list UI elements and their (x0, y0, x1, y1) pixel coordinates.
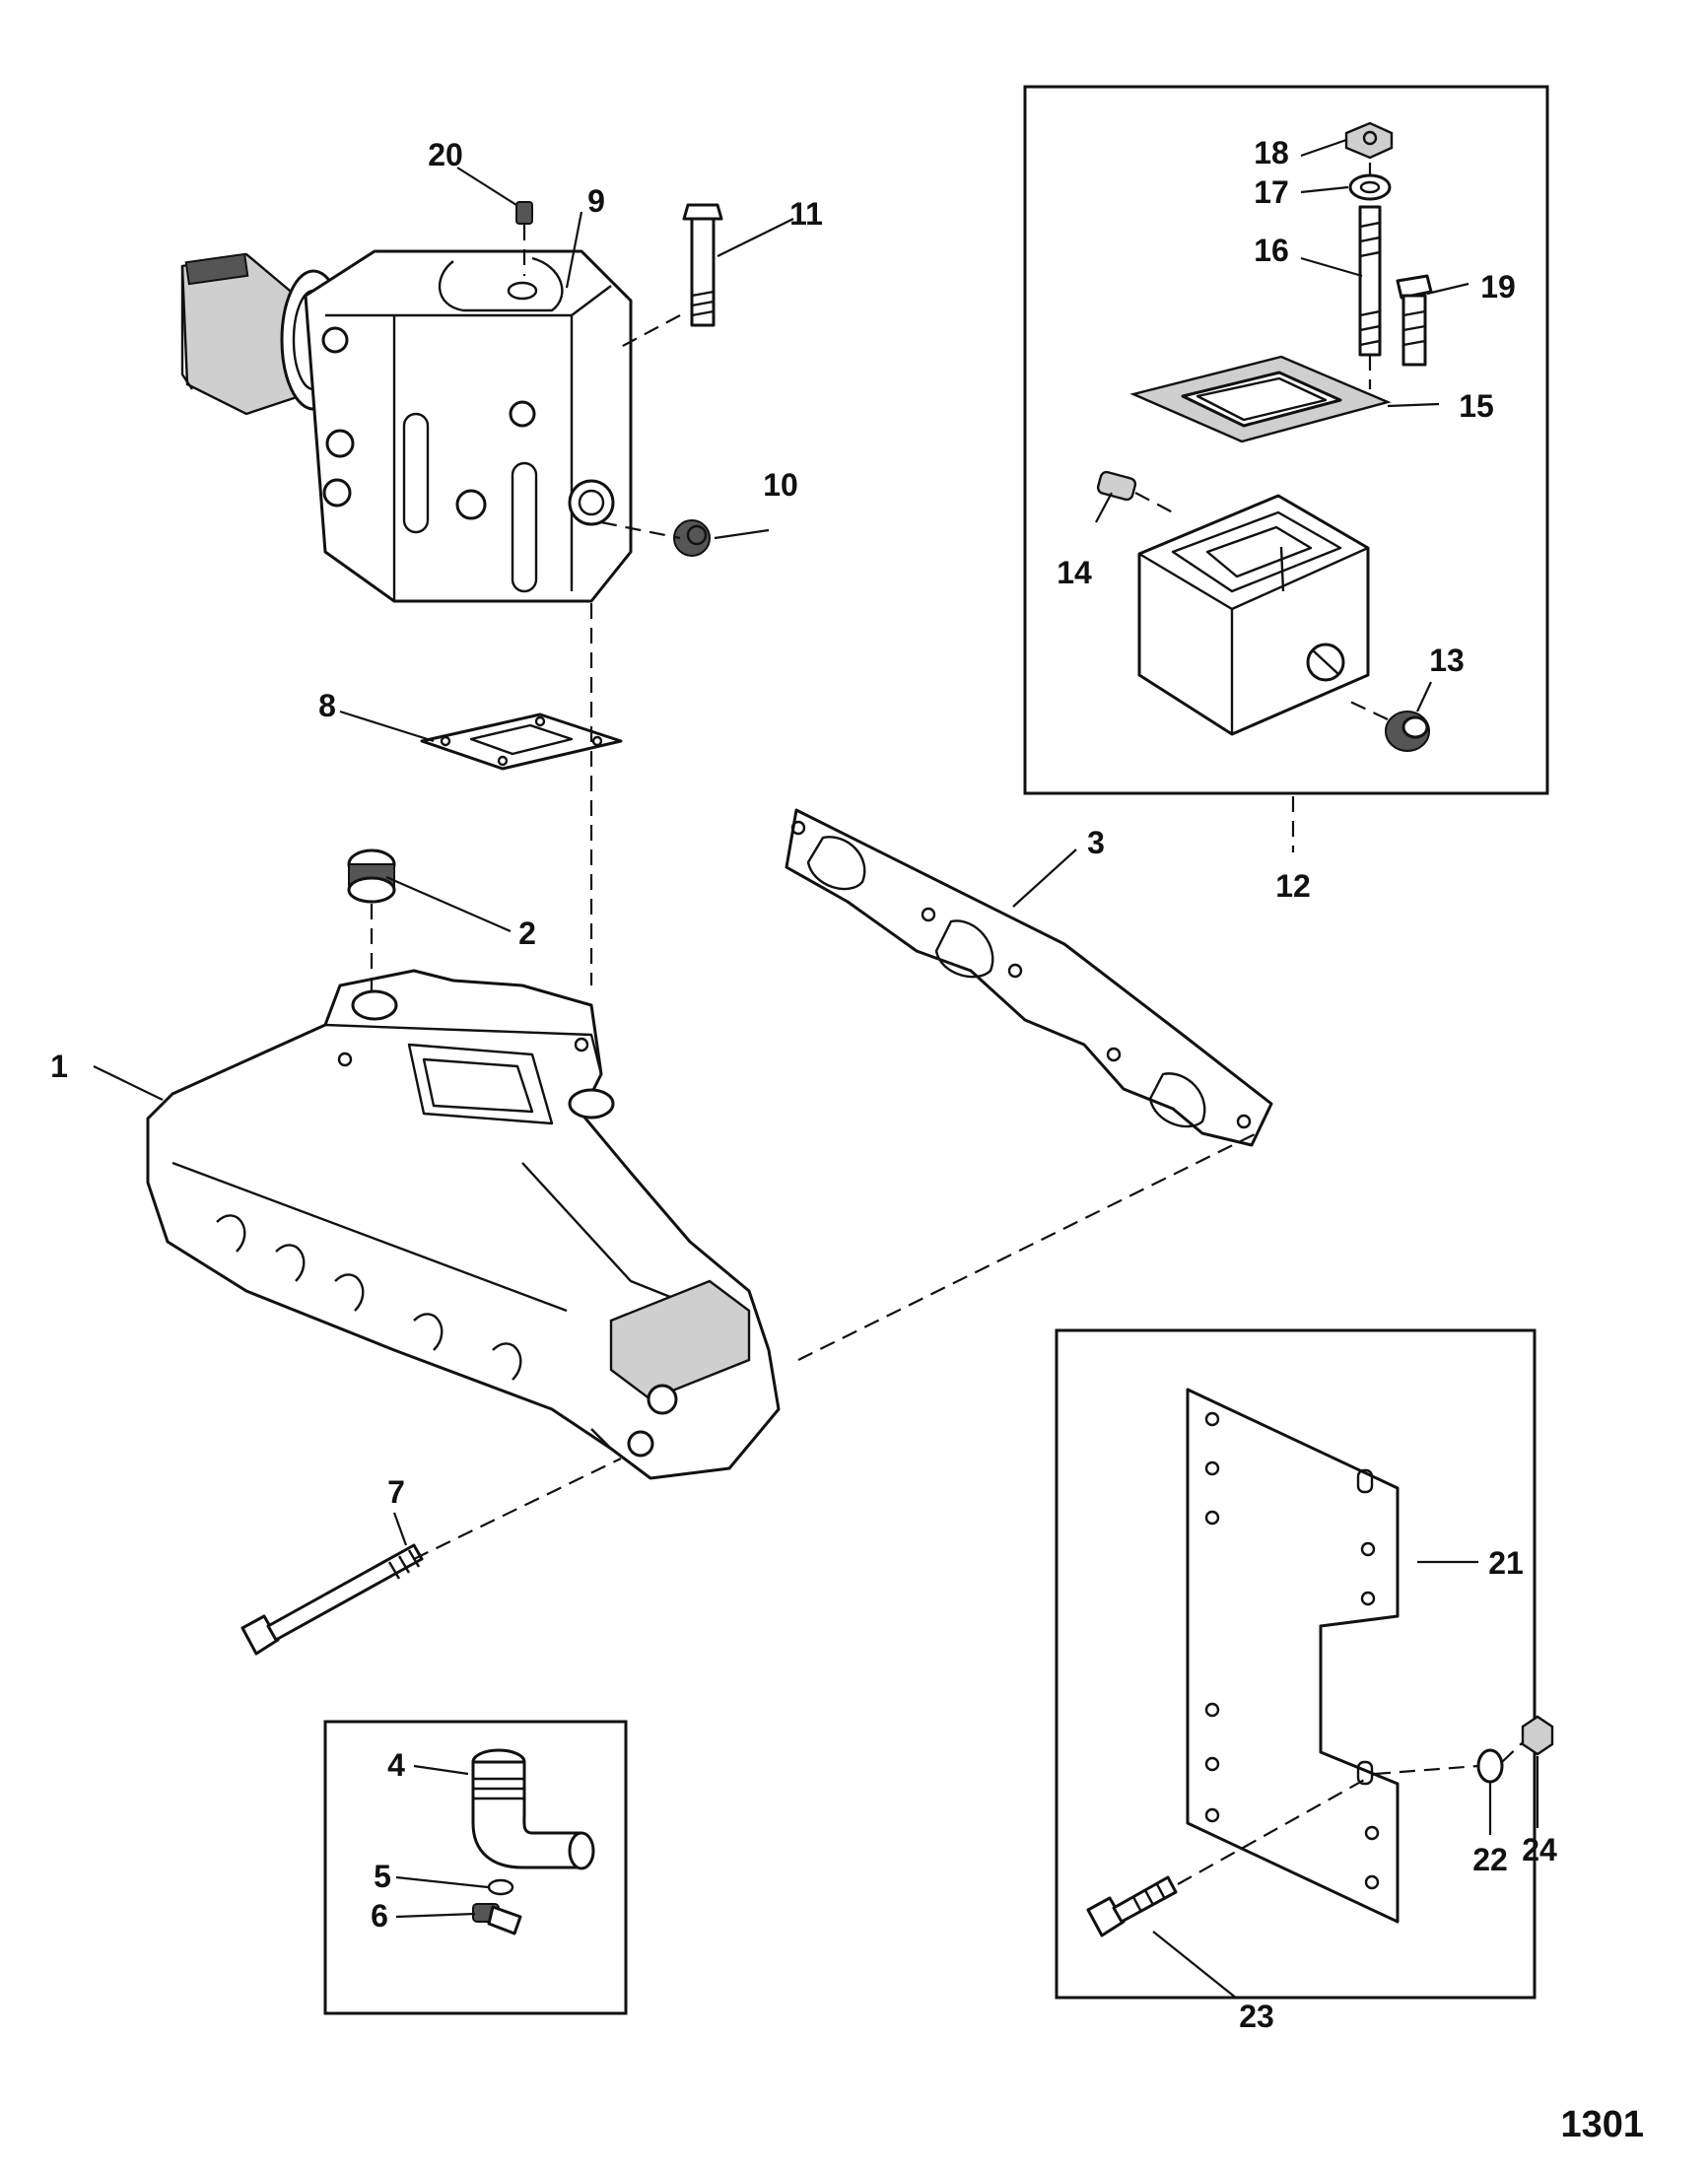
callout-2: 2 (518, 916, 536, 951)
callout-23: 23 (1239, 1999, 1274, 2034)
bolt-part-23 (1086, 1875, 1178, 1937)
long-bolt-part-7 (240, 1543, 424, 1656)
callout-14: 14 (1057, 555, 1092, 590)
callout-7: 7 (387, 1474, 405, 1510)
callout-15: 15 (1459, 388, 1494, 424)
callout-18: 18 (1254, 135, 1289, 170)
screw-part-19 (1396, 274, 1433, 367)
set-screw-part-20 (515, 201, 533, 225)
page-number: 1301 (1560, 2104, 1644, 2145)
stud-part-16 (1358, 205, 1382, 357)
washer-part-17 (1348, 173, 1392, 201)
callout-19: 19 (1480, 269, 1516, 305)
exhaust-manifold-part-1 (146, 969, 781, 1480)
elbow-fitting-part-4 (471, 1748, 595, 1870)
callout-22: 22 (1472, 1842, 1508, 1877)
manifold-gasket-part-3 (785, 808, 1273, 1147)
plug-part-10 (673, 519, 711, 557)
callout-12: 12 (1275, 868, 1311, 904)
riser-gasket-part-15 (1129, 355, 1392, 443)
callout-8: 8 (318, 688, 336, 723)
plug-part-2 (347, 848, 396, 904)
callout-labels: 1 2 3 4 5 6 7 8 9 10 11 12 13 14 15 16 1… (50, 135, 1557, 2034)
callout-5: 5 (374, 1859, 391, 1894)
riser-block-part-12 (1137, 494, 1370, 736)
callout-20: 20 (428, 137, 463, 172)
callout-10: 10 (763, 467, 798, 503)
o-ring-part-5 (487, 1878, 514, 1896)
plug-part-14 (1096, 470, 1137, 502)
washer-part-22 (1476, 1748, 1504, 1784)
nut-part-18 (1344, 121, 1394, 160)
callout-24: 24 (1522, 1832, 1557, 1867)
plug-part-13 (1385, 711, 1430, 752)
callout-6: 6 (371, 1898, 388, 1934)
callout-9: 9 (587, 183, 605, 219)
callout-17: 17 (1254, 174, 1289, 210)
leader-lines (93, 138, 1539, 2000)
callout-1: 1 (50, 1049, 68, 1084)
callout-4: 4 (387, 1747, 405, 1783)
mounting-bracket-part-21 (1186, 1388, 1400, 1924)
assembly-lines (370, 163, 1524, 1885)
bolt-part-11 (682, 203, 723, 327)
elbow-gasket-part-8 (420, 713, 623, 771)
callout-16: 16 (1254, 233, 1289, 268)
fitting-part-6 (472, 1903, 522, 1935)
callout-21: 21 (1488, 1545, 1524, 1581)
inset-box-riser-kit (1023, 85, 1549, 795)
exhaust-elbow-part-9 (180, 249, 633, 603)
callout-13: 13 (1429, 643, 1465, 678)
inset-box-fitting-kit (323, 1720, 628, 2015)
callout-3: 3 (1087, 825, 1105, 860)
callout-11: 11 (789, 196, 823, 232)
inset-box-mounting-bracket (1055, 1328, 1537, 2000)
nut-part-24 (1521, 1715, 1554, 1756)
